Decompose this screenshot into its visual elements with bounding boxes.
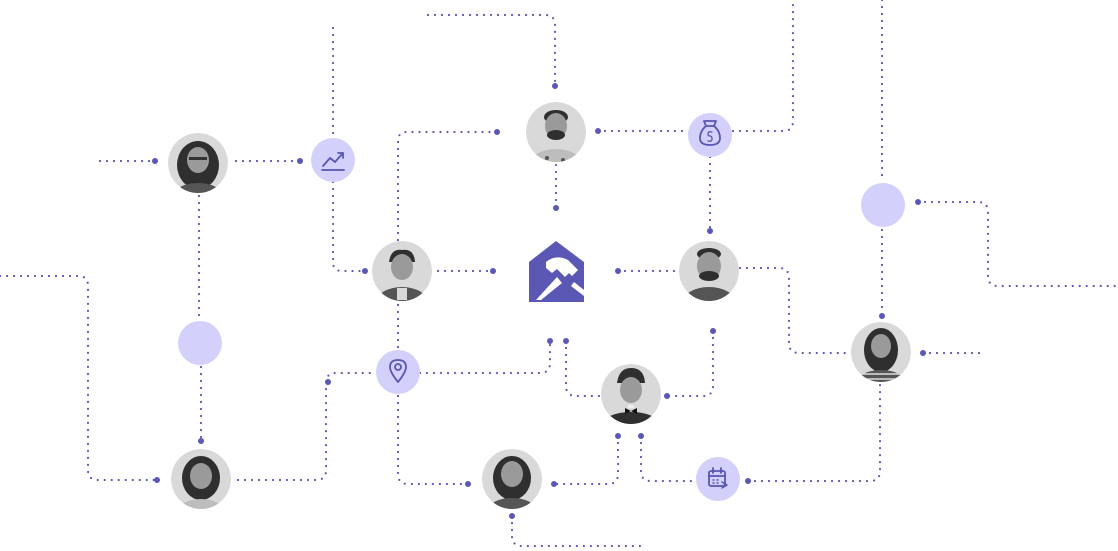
avatar-woman-smiling-left bbox=[171, 449, 231, 509]
avatar-woman-striped-top bbox=[851, 322, 911, 382]
trending-up-icon bbox=[321, 152, 345, 171]
house-hammer-logo-icon bbox=[529, 241, 584, 302]
avatar-man-cap-bowtie bbox=[601, 364, 661, 424]
avatar-man-spiky-hair bbox=[372, 241, 432, 301]
avatar-woman-curly-hair bbox=[168, 133, 228, 193]
location-pin-badge bbox=[376, 350, 420, 394]
calendar-icon bbox=[708, 467, 728, 489]
location-pin-icon bbox=[389, 359, 407, 383]
empty-badge-left bbox=[178, 321, 222, 365]
calendar-badge bbox=[696, 457, 740, 501]
connector-dots bbox=[152, 83, 926, 519]
money-bag-badge bbox=[688, 113, 732, 157]
empty-badge-right bbox=[861, 183, 905, 227]
money-bag-icon bbox=[699, 120, 721, 146]
avatar-woman-bottom-center bbox=[482, 449, 542, 509]
avatar-man-beard-tshirt bbox=[679, 241, 739, 301]
avatar-man-beard-floral-shirt bbox=[526, 102, 586, 162]
trending-up-badge bbox=[311, 138, 355, 182]
